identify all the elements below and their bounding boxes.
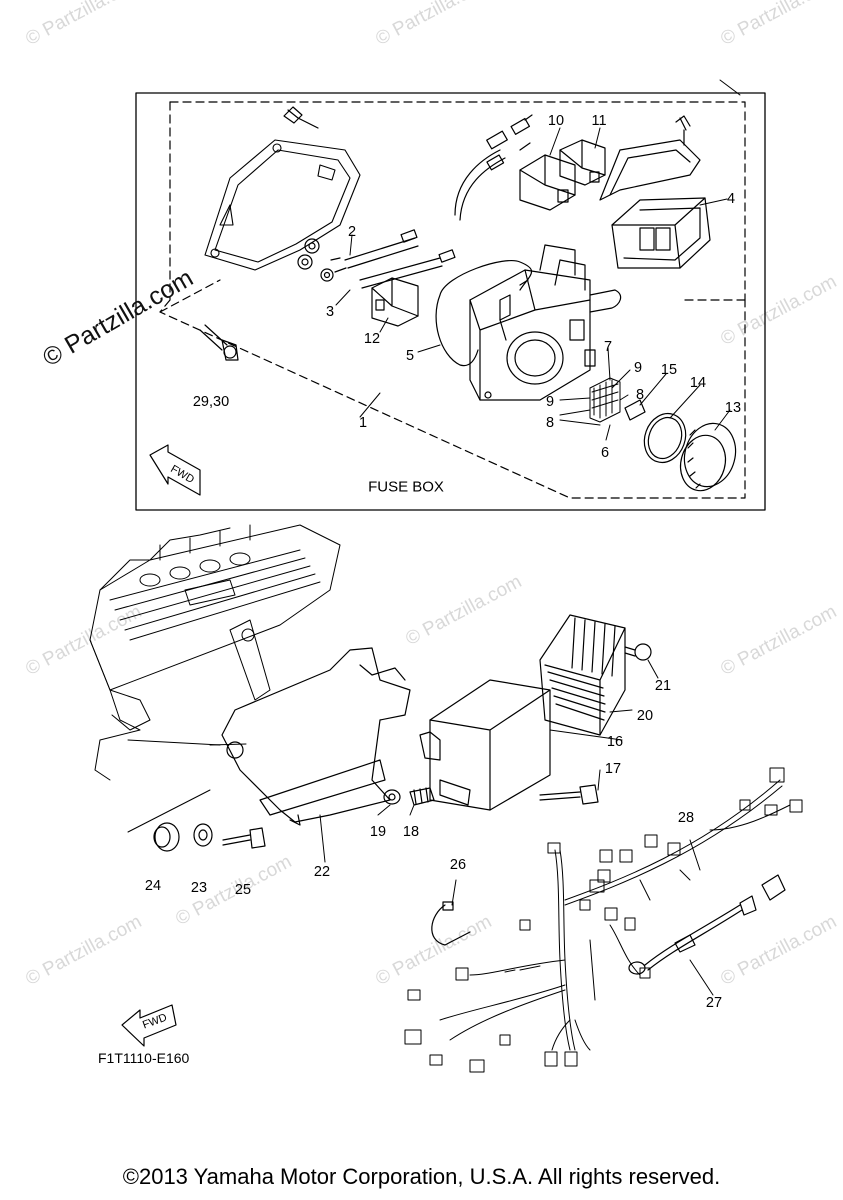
callout-10: 10 [547, 112, 565, 129]
callout-13: 13 [724, 399, 742, 416]
relay-10 [519, 154, 576, 211]
cdi-unit [419, 679, 551, 811]
regulator [539, 614, 626, 736]
bracket [599, 115, 701, 201]
fuse-box-cover [611, 197, 711, 269]
battery-lead-27 [628, 874, 786, 975]
collar-19 [383, 789, 401, 805]
fuse-box-frame [135, 92, 766, 511]
callout-9-left: 9 [545, 393, 555, 410]
callout-23: 23 [190, 879, 208, 896]
leader-lines-lower [127, 659, 714, 996]
callout-20: 20 [636, 707, 654, 724]
drawing-code: F1T1110-E160 [98, 1050, 190, 1066]
callout-18: 18 [402, 823, 420, 840]
callout-11: 11 [591, 112, 607, 129]
callout-26: 26 [449, 856, 467, 873]
grommet-18 [409, 787, 435, 806]
callout-17: 17 [604, 760, 622, 777]
callout-21: 21 [654, 677, 672, 694]
callout-9-right: 9 [633, 359, 643, 376]
callout-3: 3 [325, 303, 335, 320]
top-screw [283, 106, 319, 129]
callout-29-30: 29,30 [192, 393, 230, 410]
callout-27: 27 [705, 994, 723, 1011]
bolt-17 [539, 784, 599, 805]
fuse-box-dashed-outline [169, 101, 746, 301]
fuse-puller [624, 399, 646, 421]
callout-8-left: 8 [545, 414, 555, 431]
callout-14: 14 [689, 374, 707, 391]
fuse-box-title: FUSE BOX [368, 478, 444, 496]
callout-6: 6 [600, 444, 610, 461]
relay-12 [371, 277, 419, 327]
cap-13 [679, 422, 737, 492]
bolt-25 [222, 827, 266, 849]
callout-24: 24 [144, 877, 162, 894]
fuse-box-housing [469, 244, 622, 401]
callout-28: 28 [677, 809, 695, 826]
fwd-arrow-bottom-shape [121, 1004, 177, 1047]
wire-26 [431, 904, 471, 946]
cover-plate [204, 139, 361, 271]
mounting-plate [221, 647, 411, 826]
fwd-arrow-top-shape [149, 444, 201, 496]
callout-22: 22 [313, 863, 331, 880]
callout-15: 15 [660, 361, 678, 378]
callout-16: 16 [606, 733, 624, 750]
leader-lines-top [335, 79, 741, 441]
wire-leads [454, 114, 533, 221]
callout-5: 5 [405, 347, 415, 364]
relay-11 [559, 139, 606, 186]
callout-25: 25 [234, 881, 252, 898]
wire-harness [404, 767, 803, 1073]
collar-23 [193, 823, 213, 847]
engine-head [89, 524, 341, 781]
callout-2: 2 [347, 223, 357, 240]
callout-19: 19 [369, 823, 387, 840]
grommet-24 [153, 822, 180, 852]
bolt-21 [624, 643, 652, 661]
callout-12: 12 [363, 330, 381, 347]
screws-2-3 [297, 229, 456, 289]
callout-1: 1 [358, 414, 368, 431]
gasket-5 [435, 260, 533, 367]
callout-7: 7 [603, 338, 613, 355]
callout-8-right: 8 [635, 386, 645, 403]
copyright-notice: ©2013 Yamaha Motor Corporation, U.S.A. A… [122, 1164, 721, 1189]
callout-4: 4 [726, 190, 736, 207]
bolt-29-30 [199, 324, 239, 361]
